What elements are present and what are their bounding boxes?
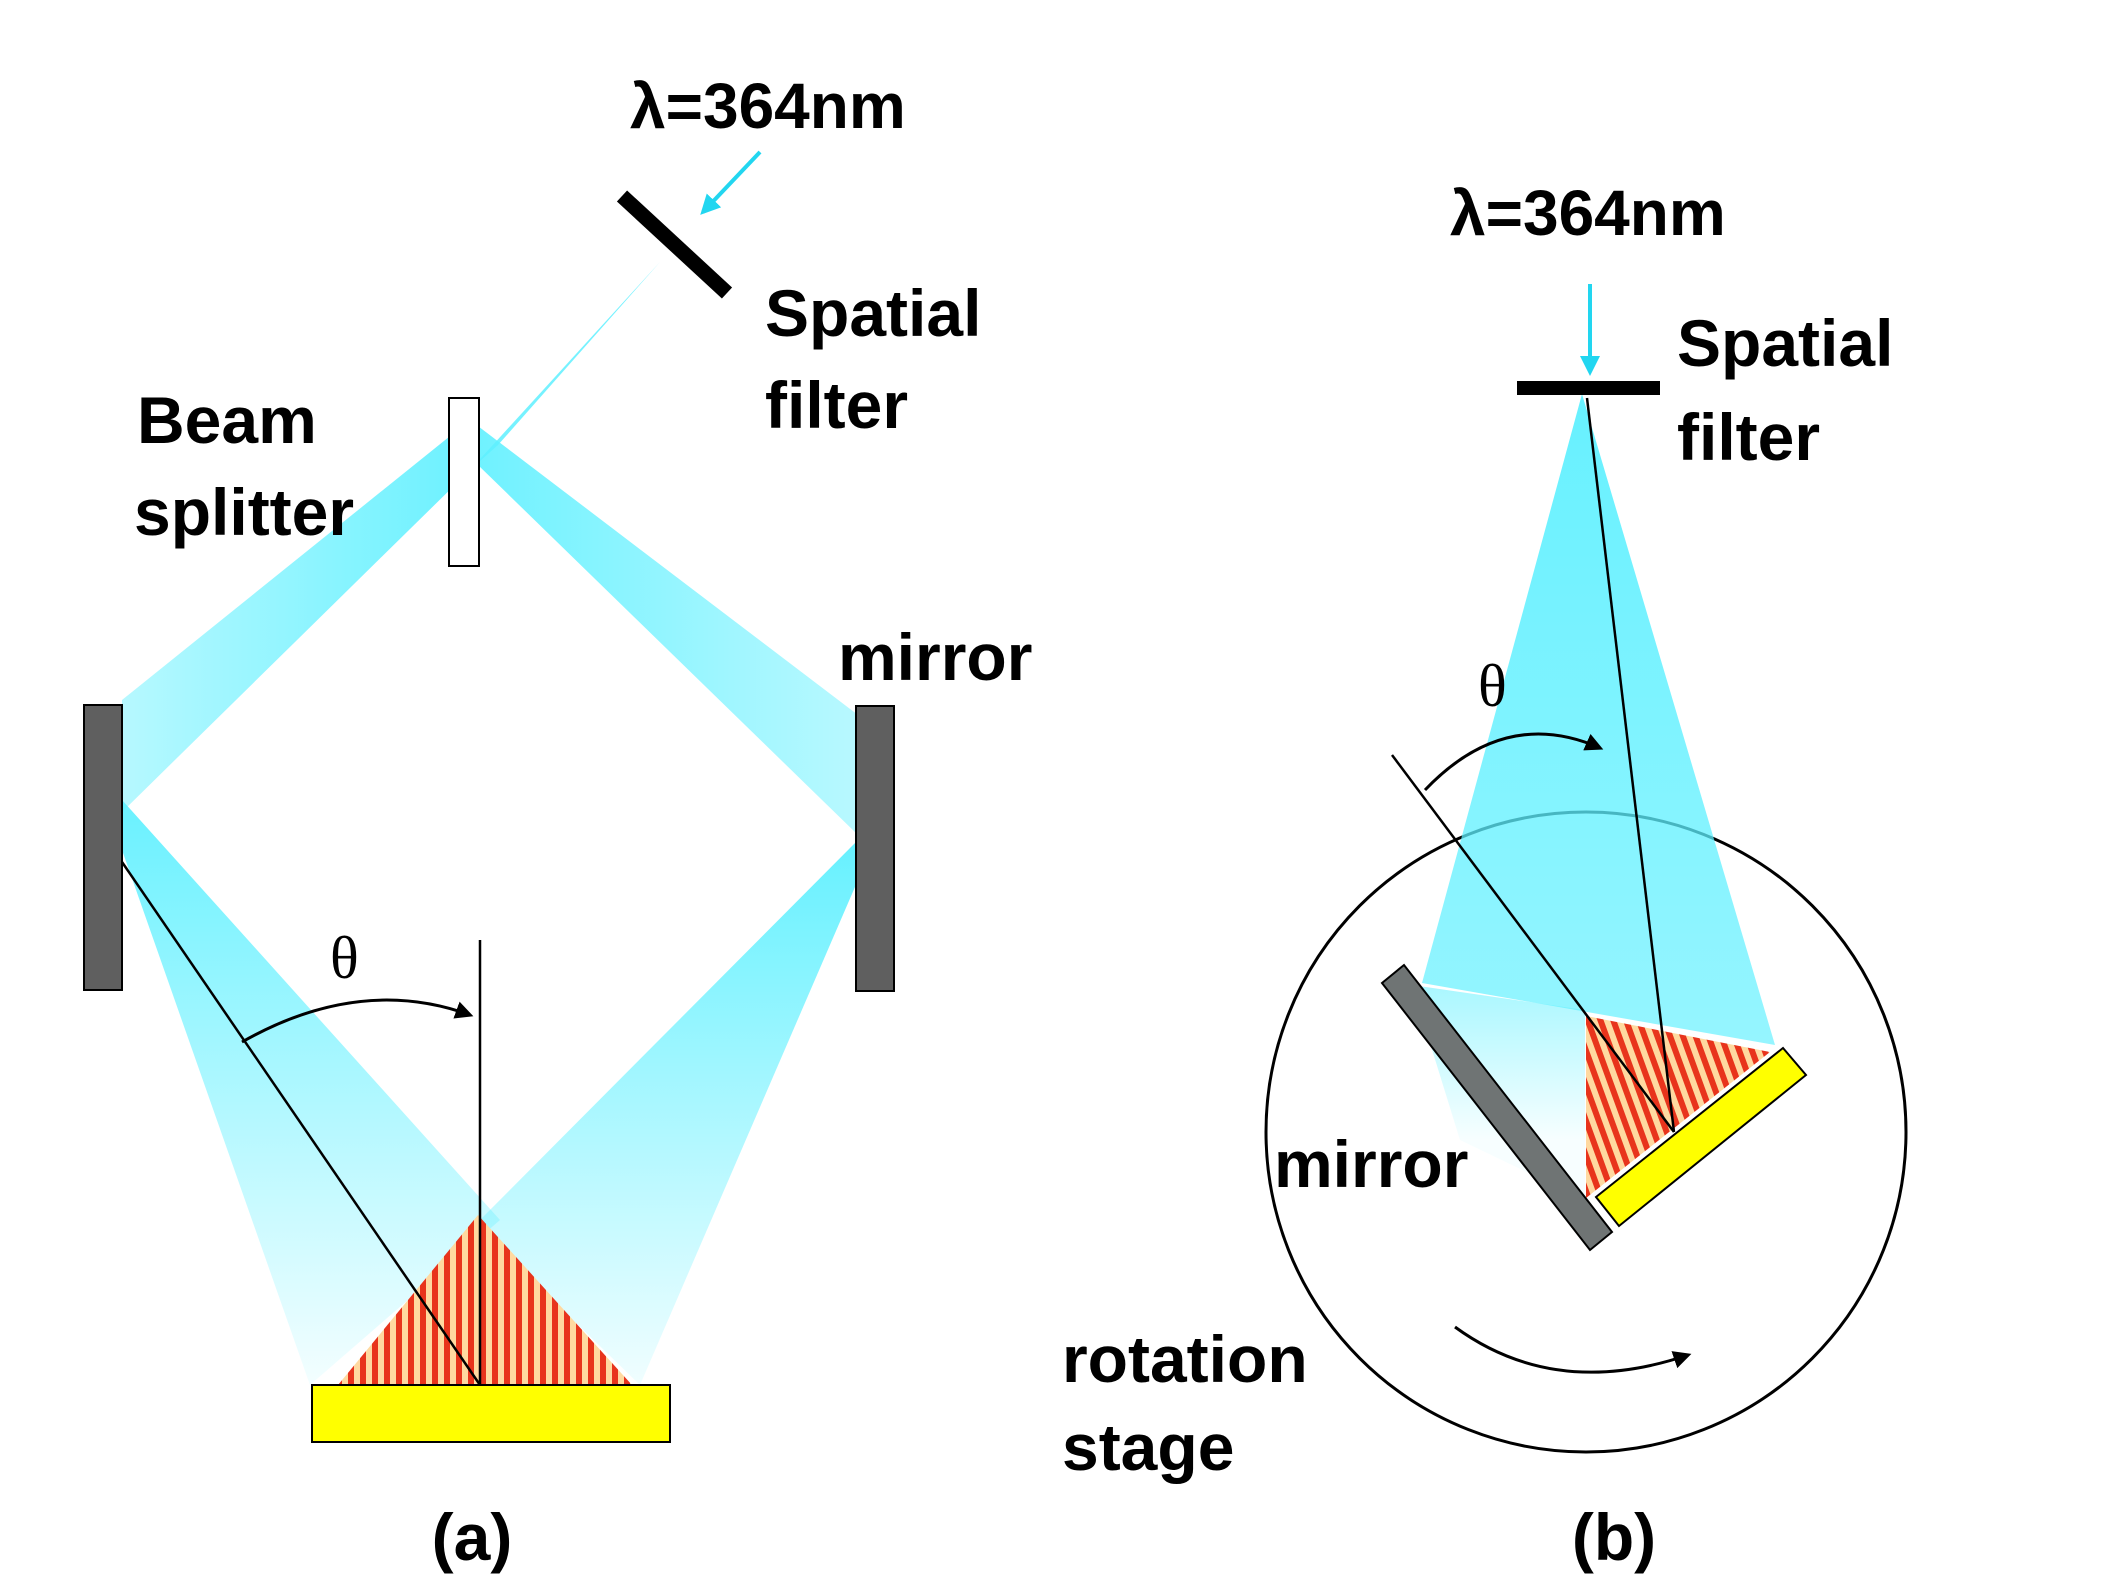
incident-ray-b <box>1585 397 1676 1133</box>
left-mirror-a <box>83 704 123 991</box>
beam-left-to-substrate <box>122 800 500 1385</box>
mirror-label-a: mirror <box>838 620 1032 694</box>
spatial-filter-label-b-2: filter <box>1677 400 1820 474</box>
substrate-b <box>1594 1046 1808 1228</box>
right-mirror-a <box>855 705 895 992</box>
mirror-label-b: mirror <box>1274 1127 1468 1201</box>
spatial-filter-a <box>616 190 733 299</box>
spatial-filter-label-a-2: filter <box>765 368 908 442</box>
beam-to-right-mirror <box>470 420 858 835</box>
beam-incoming-a <box>470 262 660 470</box>
beam-splitter-label-1: Beam <box>137 383 317 457</box>
incident-ray-a <box>120 861 482 1386</box>
angle-arc-a <box>241 998 474 1044</box>
beam-splitter-label-2: splitter <box>134 475 354 549</box>
rotation-arrow <box>1454 1325 1692 1374</box>
caption-a: (a) <box>432 1500 513 1574</box>
panel-b: λ=364nm Spatial filter θ mirror rotation… <box>1062 177 1908 1574</box>
beam-splitter <box>448 397 480 567</box>
interference-fringes-b <box>1586 1016 1770 1198</box>
wavelength-label-b: λ=364nm <box>1450 177 1726 249</box>
spatial-filter-label-a-1: Spatial <box>765 276 981 350</box>
rotation-stage-label-1: rotation <box>1062 1322 1308 1396</box>
surface-normal-b <box>1390 754 1676 1133</box>
angle-label-a: θ <box>330 925 359 991</box>
spatial-filter-label-b-1: Spatial <box>1677 306 1893 380</box>
interference-fringes-a <box>338 1215 632 1385</box>
angle-arc-b <box>1423 732 1604 792</box>
beam-to-left-mirror <box>122 420 470 812</box>
angle-label-b: θ <box>1478 653 1507 719</box>
caption-b: (b) <box>1572 1500 1656 1574</box>
mirror-b <box>1380 963 1614 1252</box>
rotation-stage-label-2: stage <box>1062 1410 1234 1484</box>
beam-right-to-substrate <box>475 840 858 1385</box>
laser-arrow-a <box>700 150 762 215</box>
wavelength-label-a: λ=364nm <box>630 70 906 142</box>
substrate-a <box>311 1384 671 1443</box>
beam-cone-b <box>1422 394 1775 1045</box>
panel-a: λ=364nm Spatial filter Beam splitter mir… <box>83 70 1032 1574</box>
